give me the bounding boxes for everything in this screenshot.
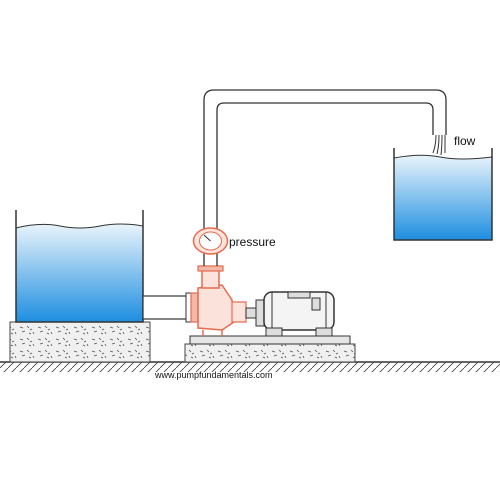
electric-motor-icon [263, 291, 335, 337]
suction-pipe [142, 292, 192, 323]
supply-tank-foundation [9, 321, 151, 363]
pressure-label: pressure [229, 235, 276, 249]
website-label: www.pumpfundamentals.com [154, 370, 273, 380]
flow-stream [432, 134, 446, 156]
receiving-tank [393, 148, 493, 241]
pressure-gauge-icon [192, 227, 229, 255]
flow-label: flow [454, 134, 476, 148]
supply-tank [15, 210, 144, 323]
shaft-coupling [245, 299, 265, 327]
pump-base [184, 335, 356, 363]
discharge-pipe [203, 89, 447, 266]
centrifugal-pump-icon [190, 265, 247, 336]
